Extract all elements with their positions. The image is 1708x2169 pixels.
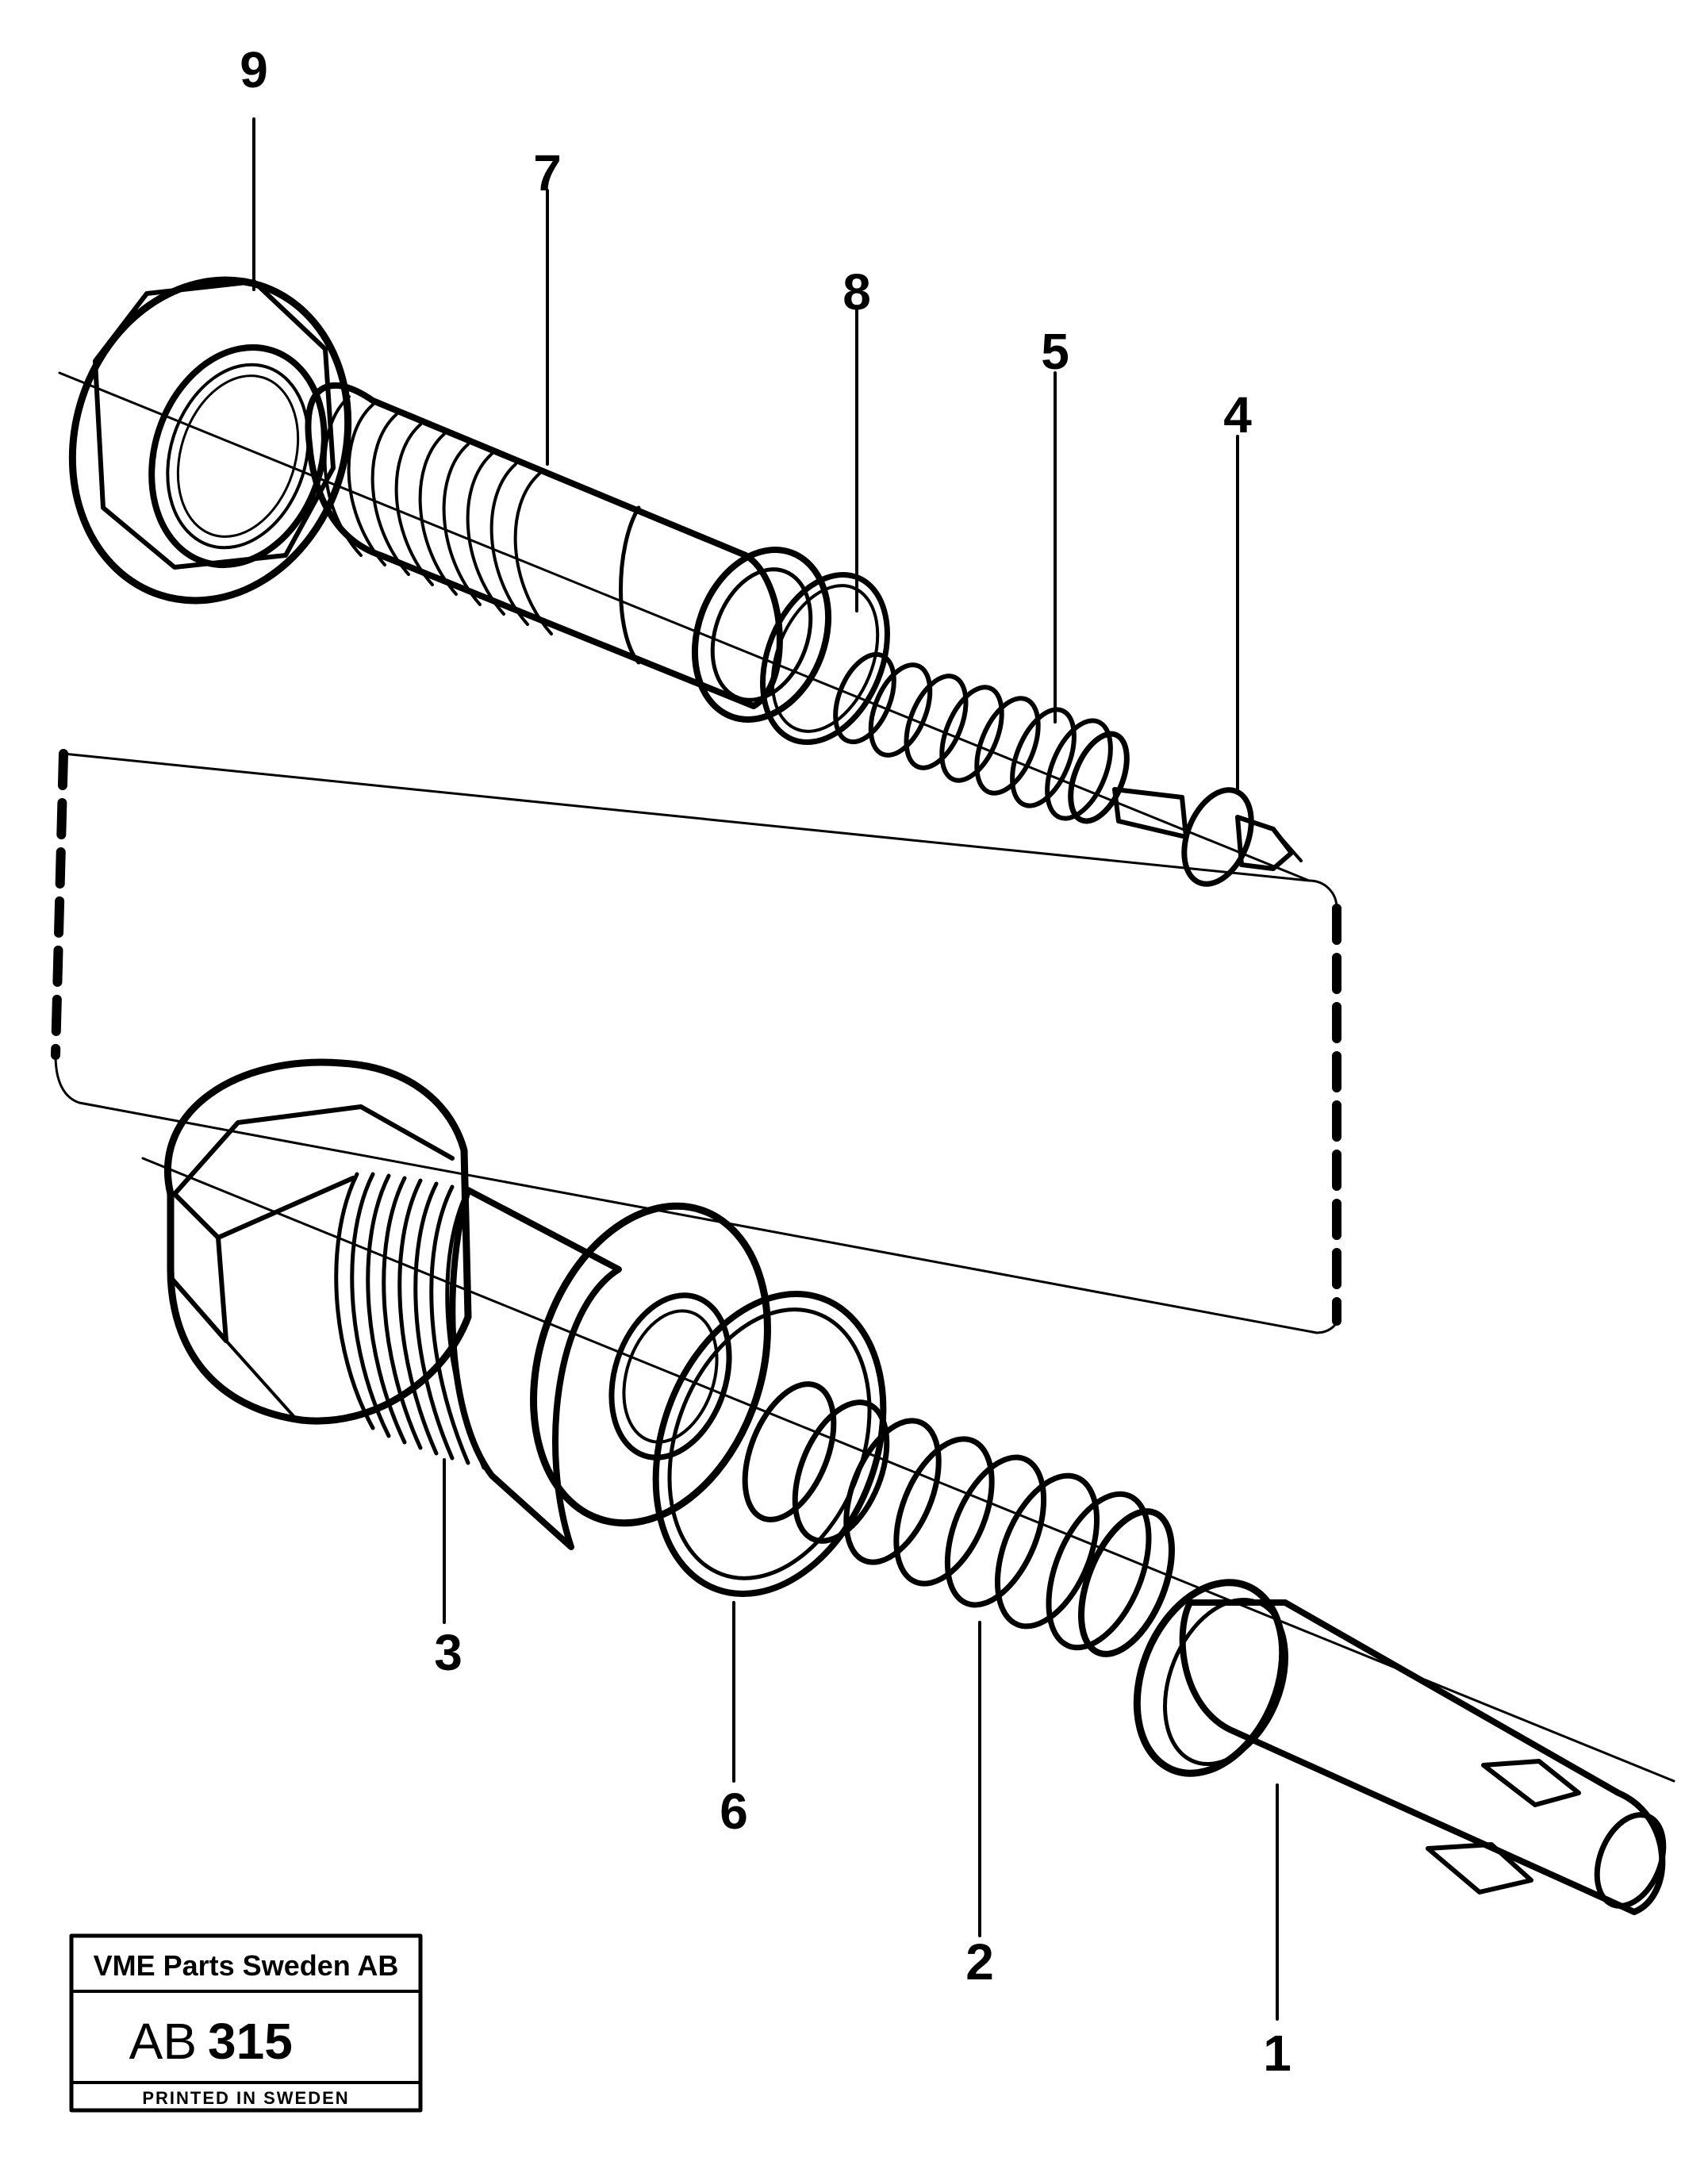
callout-numbers: 9 7 8 5 4 3 6 2 1 [240, 41, 1292, 2082]
callout-9: 9 [240, 41, 268, 98]
title-block: VME Parts Sweden AB AB 315 PRINTED IN SW… [69, 1933, 423, 2113]
title-block-code-prefix: AB [129, 2013, 197, 2070]
title-block-company: VME Parts Sweden AB [94, 1949, 399, 1982]
part-9-hex-nut [68, 276, 352, 605]
callout-4: 4 [1223, 386, 1252, 443]
upper-axis-line [58, 371, 1311, 882]
leader-lines [252, 117, 1279, 2021]
lower-axis-line [141, 1157, 1675, 1783]
part-5-spring [833, 651, 1130, 824]
part-7-threaded-plug [305, 382, 832, 723]
callout-6: 6 [720, 1783, 748, 1840]
callout-8: 8 [842, 263, 871, 321]
upper-valve-assembly [58, 276, 1311, 887]
title-block-code-number: 315 [208, 2013, 293, 2070]
callout-5: 5 [1041, 323, 1069, 380]
part-2-spring [742, 1381, 1175, 1657]
part-1-plunger [1133, 1579, 1667, 1915]
callout-2: 2 [965, 1933, 994, 1990]
lower-valve-assembly [141, 1058, 1675, 1915]
dashed-assembly-frame [51, 749, 1341, 1334]
callout-1: 1 [1263, 2025, 1292, 2082]
callout-3: 3 [434, 1624, 463, 1681]
title-block-printed: PRINTED IN SWEDEN [142, 2088, 349, 2108]
part-3-hex-plug [163, 1058, 771, 1550]
callout-7: 7 [533, 144, 562, 202]
